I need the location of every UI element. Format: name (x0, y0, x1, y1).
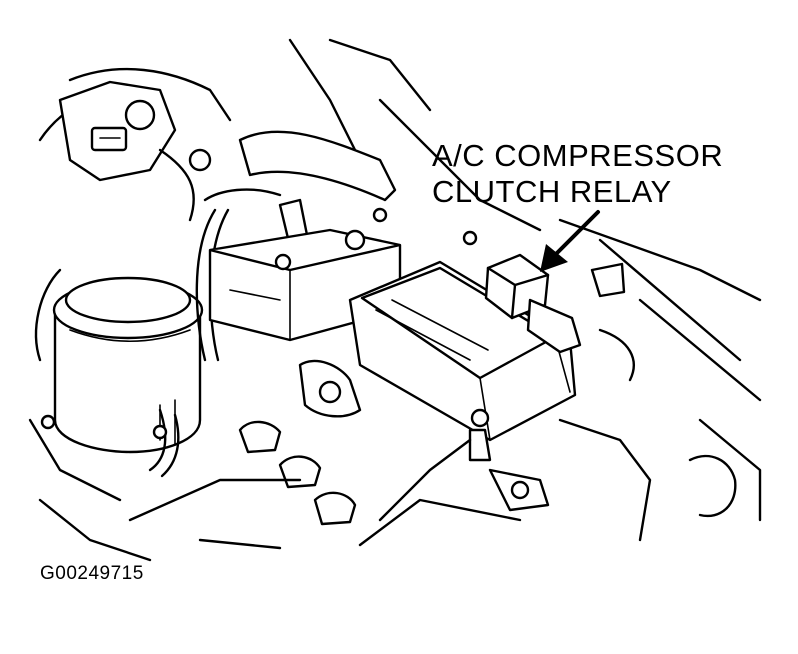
upper-left-bracket (58, 80, 195, 222)
relay-callout-label: A/C COMPRESSOR CLUTCH RELAY (432, 138, 723, 210)
relay-box (348, 260, 577, 462)
central-module (208, 228, 402, 342)
callout-line-1: A/C COMPRESSOR (432, 138, 724, 173)
figure-id: G00249715 (40, 563, 144, 584)
bolts (40, 148, 478, 440)
callout-line-2: CLUTCH RELAY (432, 174, 672, 209)
fluid-reservoir (52, 276, 204, 454)
ac-compressor-clutch-relay (484, 253, 582, 354)
callout-arrow (540, 210, 600, 272)
lower-components (38, 262, 737, 562)
